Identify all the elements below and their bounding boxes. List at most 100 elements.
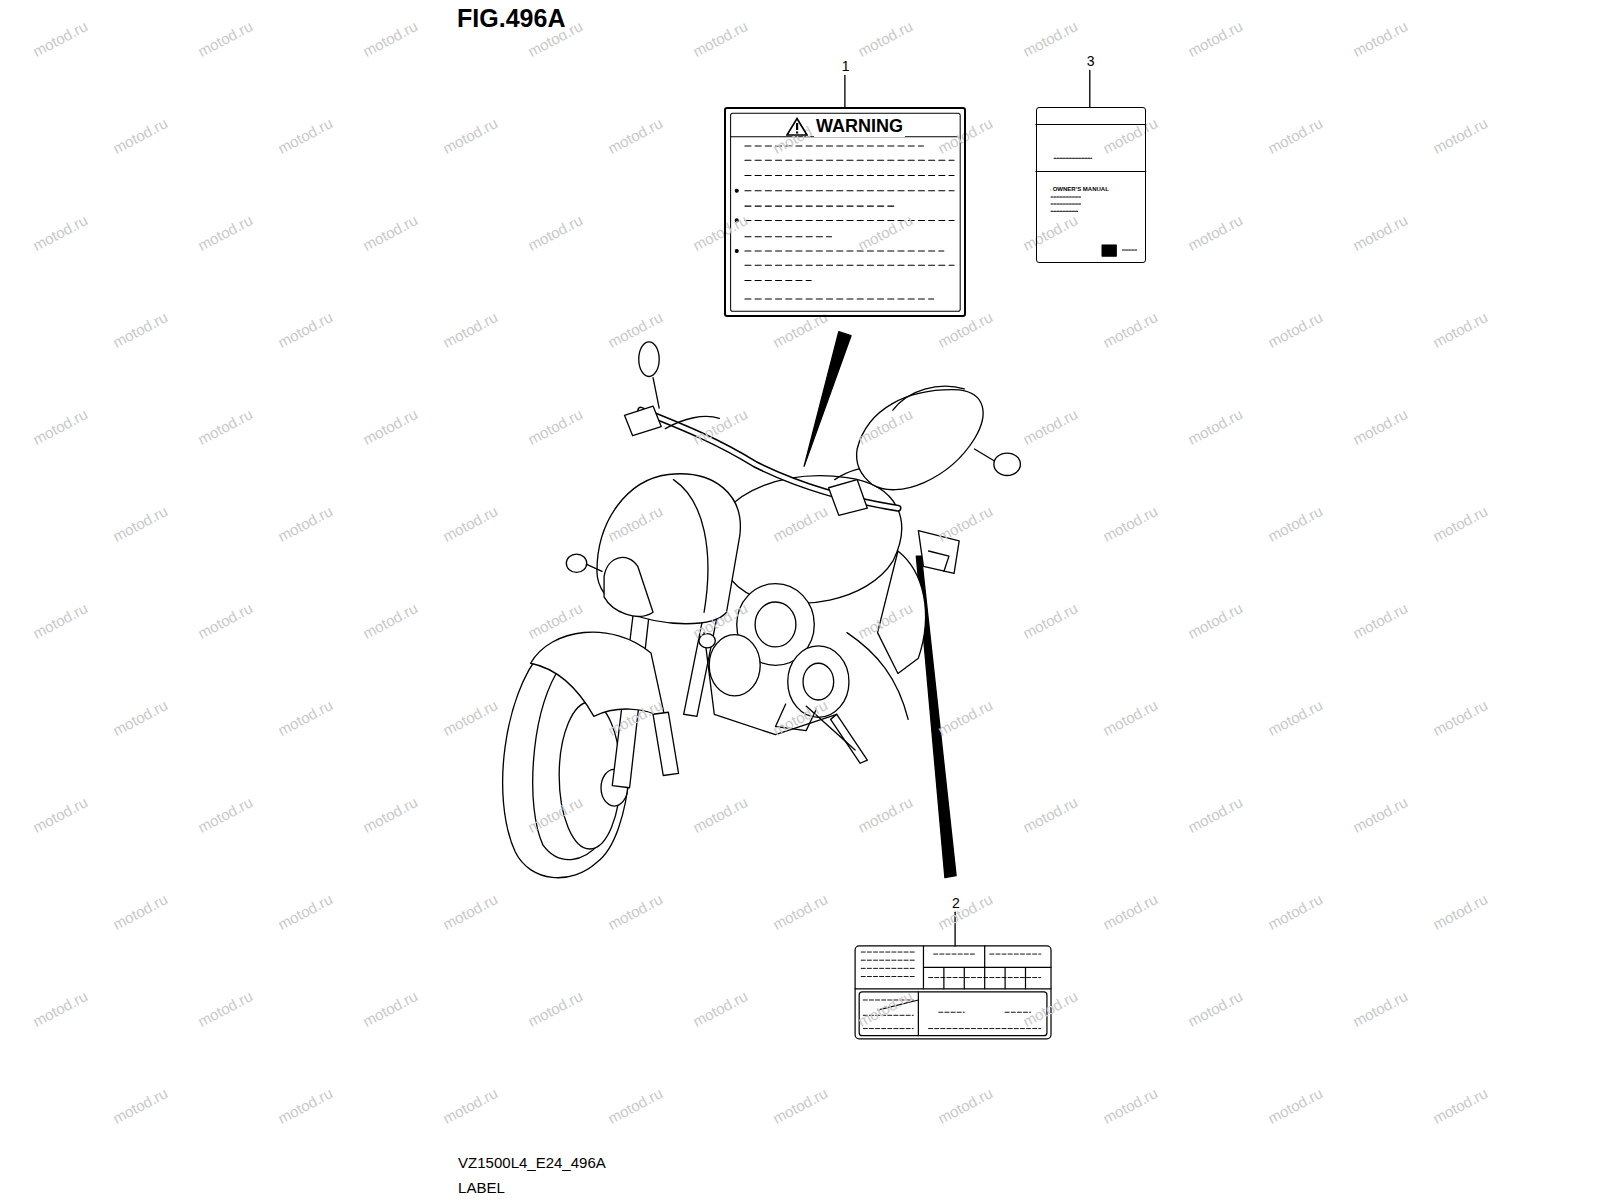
watermark: motod.ru xyxy=(275,502,335,545)
watermark: motod.ru xyxy=(605,1084,665,1127)
watermark: motod.ru xyxy=(275,1084,335,1127)
watermark: motod.ru xyxy=(30,211,90,254)
watermark: motod.ru xyxy=(1185,599,1245,642)
watermark-box: motod.ru xyxy=(30,599,90,642)
watermark-box: motod.ru xyxy=(855,17,915,60)
watermark-box: motod.ru xyxy=(195,599,255,642)
watermark-box: motod.ru xyxy=(1430,502,1490,545)
watermark-box: motod.ru xyxy=(440,308,500,351)
watermark-box: motod.ru xyxy=(605,308,665,351)
watermark-box: motod.ru xyxy=(1350,17,1410,60)
watermark-box: motod.ru xyxy=(1350,405,1410,448)
watermark-box: motod.ru xyxy=(1265,1084,1325,1127)
watermark-box: motod.ru xyxy=(935,890,995,933)
watermark-box: motod.ru xyxy=(275,890,335,933)
watermark-box: motod.ru xyxy=(30,793,90,836)
watermark-box: motod.ru xyxy=(110,1084,170,1127)
watermark: motod.ru xyxy=(1350,599,1410,642)
watermark: motod.ru xyxy=(525,405,585,448)
watermark-box: motod.ru xyxy=(360,405,420,448)
watermark-box: motod.ru xyxy=(275,696,335,739)
watermark: motod.ru xyxy=(110,696,170,739)
watermark: motod.ru xyxy=(690,793,750,836)
watermark: motod.ru xyxy=(1185,793,1245,836)
watermark-box: motod.ru xyxy=(1185,599,1245,642)
callout-number: 3 xyxy=(1085,53,1097,69)
watermark-box: motod.ru xyxy=(110,890,170,933)
watermark: motod.ru xyxy=(1350,211,1410,254)
watermark-box: motod.ru xyxy=(1100,308,1160,351)
watermark-box: motod.ru xyxy=(1100,890,1160,933)
watermark: motod.ru xyxy=(195,405,255,448)
watermark: motod.ru xyxy=(1020,793,1080,836)
watermark: motod.ru xyxy=(1265,1084,1325,1127)
watermark-box: motod.ru xyxy=(770,1084,830,1127)
watermark: motod.ru xyxy=(1430,308,1490,351)
watermark: motod.ru xyxy=(605,308,665,351)
watermark: motod.ru xyxy=(855,17,915,60)
watermark: motod.ru xyxy=(935,1084,995,1127)
watermark: motod.ru xyxy=(1020,17,1080,60)
watermark-box: motod.ru xyxy=(690,987,750,1030)
watermark-box: motod.ru xyxy=(360,793,420,836)
watermark: motod.ru xyxy=(935,696,995,739)
watermark: motod.ru xyxy=(1430,502,1490,545)
watermark-box: motod.ru xyxy=(1100,502,1160,545)
watermark: motod.ru xyxy=(1265,114,1325,157)
warning-label-text-lines xyxy=(731,113,961,311)
watermark: motod.ru xyxy=(1100,502,1160,545)
watermark-box: motod.ru xyxy=(1020,987,1080,1030)
watermark: motod.ru xyxy=(360,987,420,1030)
watermark-box: motod.ru xyxy=(690,793,750,836)
watermark: motod.ru xyxy=(440,114,500,157)
watermark-box: motod.ru xyxy=(275,1084,335,1127)
watermark: motod.ru xyxy=(770,308,830,351)
watermark: motod.ru xyxy=(1100,114,1160,157)
manual-title: OWNER'S MANUAL xyxy=(1051,186,1111,192)
watermark-box: motod.ru xyxy=(195,17,255,60)
watermark-box: motod.ru xyxy=(605,114,665,157)
watermark: motod.ru xyxy=(1185,17,1245,60)
watermark: motod.ru xyxy=(360,405,420,448)
watermark: motod.ru xyxy=(110,502,170,545)
watermark: motod.ru xyxy=(195,17,255,60)
watermark-box: motod.ru xyxy=(1100,114,1160,157)
watermark-box: motod.ru xyxy=(1185,987,1245,1030)
watermark: motod.ru xyxy=(195,987,255,1030)
watermark: motod.ru xyxy=(110,890,170,933)
watermark-box: motod.ru xyxy=(30,17,90,60)
warning-heading: WARNING xyxy=(814,116,905,137)
watermark-box: motod.ru xyxy=(1265,114,1325,157)
label-box: 3 xyxy=(1085,52,1097,70)
watermark-box: motod.ru xyxy=(1350,211,1410,254)
warning-label: WARNING xyxy=(724,107,966,317)
watermark-box: motod.ru xyxy=(1185,793,1245,836)
watermark-box: motod.ru xyxy=(935,1084,995,1127)
watermark-box: motod.ru xyxy=(770,308,830,351)
watermark: motod.ru xyxy=(1430,114,1490,157)
watermark-box: motod.ru xyxy=(30,405,90,448)
watermark: motod.ru xyxy=(440,1084,500,1127)
spec-label xyxy=(855,946,1051,1039)
watermark: motod.ru xyxy=(1350,17,1410,60)
watermark: motod.ru xyxy=(1100,696,1160,739)
watermark-box: motod.ru xyxy=(195,987,255,1030)
watermark: motod.ru xyxy=(770,1084,830,1127)
watermark: motod.ru xyxy=(195,793,255,836)
pointer-wedge xyxy=(804,332,851,467)
watermark-box: motod.ru xyxy=(1430,114,1490,157)
watermark-box: motod.ru xyxy=(1430,890,1490,933)
watermark-box: motod.ru xyxy=(1350,599,1410,642)
watermark-box: motod.ru xyxy=(195,405,255,448)
watermark-box: motod.ru xyxy=(935,696,995,739)
watermark-box: motod.ru xyxy=(525,211,585,254)
watermark-box: motod.ru xyxy=(605,890,665,933)
watermark-box: motod.ru xyxy=(1100,696,1160,739)
watermark: motod.ru xyxy=(1020,599,1080,642)
watermark-box: motod.ru xyxy=(525,405,585,448)
watermark-box: motod.ru xyxy=(110,502,170,545)
callout-number: 1 xyxy=(840,58,852,74)
watermark-box: motod.ru xyxy=(1265,890,1325,933)
motorcycle-drawing xyxy=(503,342,1021,878)
